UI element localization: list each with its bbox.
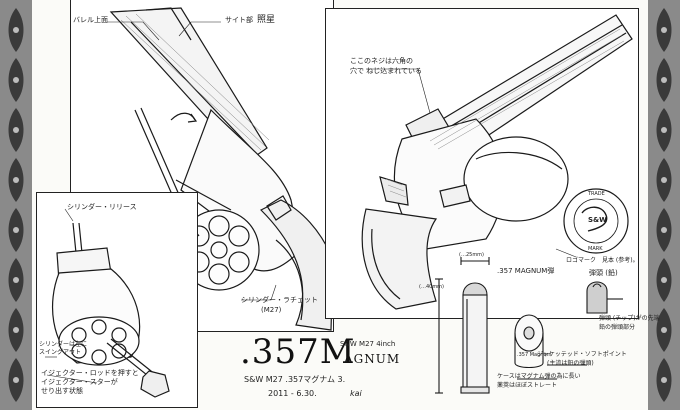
label-front-sight-screw2: 穴で ねじ込まれている [350,67,423,75]
title-caption2: 2011 - 6.30. [268,389,317,398]
revolver-closeup-sketch [361,14,633,310]
cartridge-sketch [435,257,623,394]
label-primer: .357 Magnum [517,352,552,358]
decorative-border-right [648,0,680,410]
label-cylinder-note1: シリンダーは左に [39,341,88,348]
title-spec: S&W M27 4inch [340,340,396,348]
label-front-sight-screw1: ここのネジは六角の [350,57,413,65]
label-jacket-note: ジャケッテッド・ソフトポイント [537,351,627,358]
label-case-note2: 薬莢はほぼストレート [497,382,558,389]
label-bullet-head: 弾頭 (鉛) [589,269,618,277]
cylinder-detail-sketch [45,208,170,398]
logo-monogram: S&W [588,216,607,224]
label-ejector-note2: イジェクター・スターが [41,378,118,386]
label-magnum-bullet: .357 MAGNUM弾 [497,267,555,275]
label-logo-note: ロゴマーク 見本 (参考)。 [566,257,639,264]
label-dim-top: (…25mm) [459,252,485,258]
label-case-note1: ケースはマグナム弾の為に長い [497,373,581,380]
logo-text-bottom: MARK [588,246,603,252]
title-main: .357M [240,332,356,372]
panel-cylinder-detail: シリンダー・リリース シリンダーは左に スイングアウト イジェクター・ロッドを押… [36,192,198,408]
decorative-border-left [0,0,32,410]
label-ejector-note1: イジェクター・ロッドを押すと [41,369,139,377]
title-block: .357M AGNUM S&W M27 4inch S&W M27 .357マグ… [240,332,430,408]
sketch-sheet: バレル上面 サイト部 照星 シリンダー・ラチェット (M27) [32,0,660,410]
label-sight-part: サイト部 [225,16,253,24]
logo-text-top: TRADE [588,191,605,197]
label-ejector-note3: せり出す状態 [41,387,83,395]
cartridge-diagram: (…25mm) (…40mm) .357 MAGNUM弾 弾頭 (鉛) 弾頭 (… [417,252,660,405]
label-jacket-note2: (主流は鉛の弾頭) [547,360,594,367]
title-caption1: S&W M27 .357マグナム 3. [244,375,346,384]
sw-logo [563,188,629,254]
title-signature: kai [350,389,362,398]
revolver-open-sketch [107,7,333,331]
panel-cylinder-open: バレル上面 サイト部 照星 シリンダー・ラチェット (M27) [70,0,334,332]
label-bullet-note1: 弾頭 (チップ)がの先端 [599,315,660,322]
label-cylinder-note2: スイングアウト [39,349,82,356]
label-front-sight: 照星 [257,15,276,25]
label-dim-left: (…40mm) [419,284,445,290]
label-cylinder-release: シリンダー・リリース [67,203,137,211]
title-sub: AGNUM [344,352,401,366]
label-barrel-top: バレル上面 [73,16,108,24]
label-hammer-note: (M27) [261,306,282,314]
label-bullet-note2: 鉛の弾頭部分 [599,324,636,331]
panel-revolver-closeup: ここのネジは六角の 穴で ねじ込まれている TRADE S&W MARK ロゴマ… [325,8,639,319]
label-cylinder-ratchet: シリンダー・ラチェット [241,296,318,304]
